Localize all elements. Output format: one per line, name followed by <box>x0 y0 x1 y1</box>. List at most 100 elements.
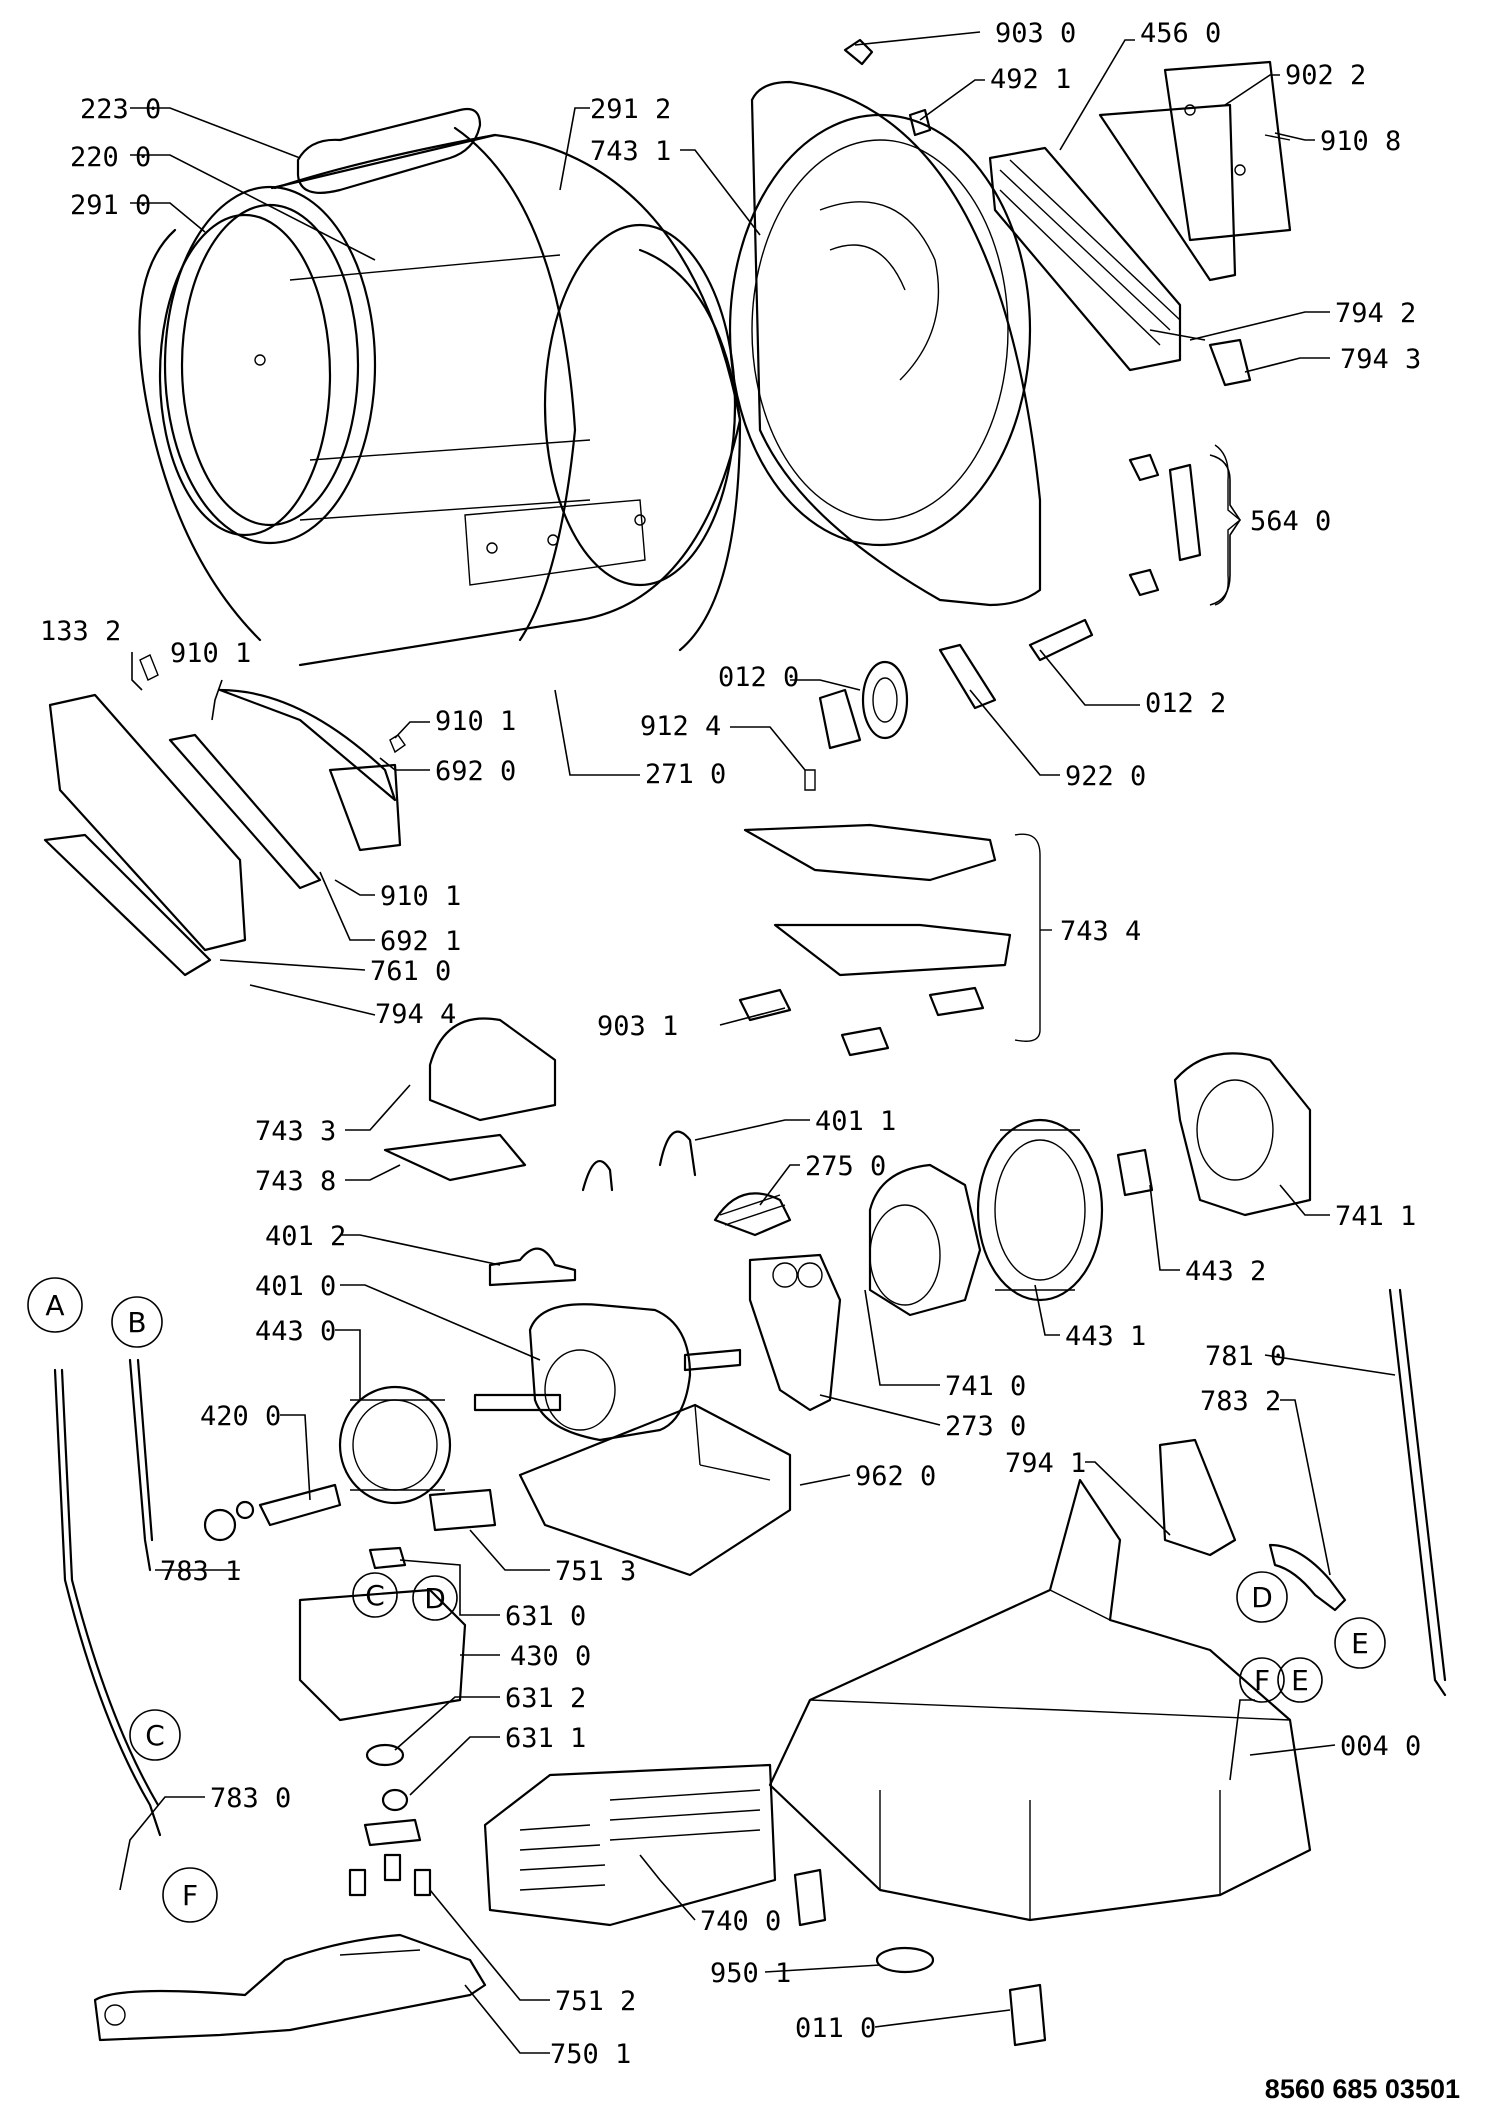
label-443-1: 443 1 <box>1065 1321 1146 1352</box>
letter-circle-c2 <box>352 1572 398 1618</box>
label-004-0: 004 0 <box>1340 1731 1421 1762</box>
letter-d2: D <box>1251 1581 1273 1614</box>
motor-support <box>383 1017 557 1182</box>
label-783-2: 783 2 <box>1200 1386 1281 1417</box>
label-692-0: 692 0 <box>435 756 516 787</box>
label-910-1a: 910 1 <box>170 638 251 669</box>
label-903-0: 903 0 <box>995 18 1076 49</box>
fan-housing-741-0 <box>868 1163 982 1317</box>
label-761-0: 761 0 <box>370 956 451 987</box>
feet <box>793 1868 1047 2047</box>
label-750-1: 750 1 <box>550 2039 631 2070</box>
label-564-0: 564 0 <box>1250 506 1331 537</box>
drawing-reference-number: 8560 685 03501 <box>1265 2074 1460 2104</box>
label-443-2: 443 2 <box>1185 1256 1266 1287</box>
part-564-0 <box>1128 444 1242 606</box>
label-133-2: 133 2 <box>40 616 121 647</box>
shaft-420-0 <box>203 1483 342 1542</box>
label-962-0: 962 0 <box>855 1461 936 1492</box>
letter-circle-c1 <box>129 1709 181 1761</box>
label-273-0: 273 0 <box>945 1411 1026 1442</box>
drum-assembly <box>138 126 742 667</box>
label-692-1: 692 1 <box>380 926 461 957</box>
label-751-2: 751 2 <box>555 1986 636 2017</box>
label-291-0: 291 0 <box>70 190 151 221</box>
label-430-0: 430 0 <box>510 1641 591 1672</box>
letter-circle-e2 <box>1277 1657 1323 1703</box>
small-fittings-top <box>843 38 1291 141</box>
label-012-2: 012 2 <box>1145 688 1226 719</box>
front-duct <box>43 654 406 977</box>
letter-circle-a <box>27 1277 83 1333</box>
label-741-1: 741 1 <box>1335 1201 1416 1232</box>
letter-c1: C <box>145 1719 165 1752</box>
tubes <box>53 1288 1447 1837</box>
label-271-0: 271 0 <box>645 759 726 790</box>
label-631-0: 631 0 <box>505 1601 586 1632</box>
label-743-1: 743 1 <box>590 136 671 167</box>
letter-circle-d1 <box>412 1575 458 1621</box>
letter-d1: D <box>424 1582 446 1615</box>
part-labels: 223 0 220 0 291 0 291 2 743 1 903 0 492 … <box>40 18 1421 2070</box>
label-794-2: 794 2 <box>1335 298 1416 329</box>
label-912-4: 912 4 <box>640 711 721 742</box>
label-910-1c: 910 1 <box>380 881 461 912</box>
label-631-1: 631 1 <box>505 1723 586 1754</box>
letter-f1: F <box>1254 1664 1270 1697</box>
letter-e2: E <box>1291 1664 1309 1697</box>
heater-element <box>988 60 1292 387</box>
motor-bracket-273-0 <box>748 1253 842 1412</box>
label-492-1: 492 1 <box>990 64 1071 95</box>
letter-circle-e1 <box>1334 1617 1386 1669</box>
label-794-4: 794 4 <box>375 999 456 1030</box>
letter-b: B <box>127 1306 146 1339</box>
label-751-3: 751 3 <box>555 1556 636 1587</box>
part-223-0 <box>296 107 482 194</box>
label-223-0: 223 0 <box>80 94 161 125</box>
motor-401-0 <box>473 1303 742 1442</box>
label-401-1: 401 1 <box>815 1106 896 1137</box>
rear-bulkhead <box>728 80 1042 607</box>
fan-housing-741-1 <box>1116 1052 1312 1217</box>
label-783-0: 783 0 <box>210 1783 291 1814</box>
hose-783-2 <box>1268 1543 1347 1612</box>
clamp-401-2 <box>488 1247 577 1287</box>
label-910-8: 910 8 <box>1320 126 1401 157</box>
label-781-0: 781 0 <box>1205 1341 1286 1372</box>
label-275-0: 275 0 <box>805 1151 886 1182</box>
blower-wheel-443-0 <box>338 1385 452 1505</box>
label-922-0: 922 0 <box>1065 761 1146 792</box>
label-783-1: 783 1 <box>160 1556 241 1587</box>
letter-circle-d2 <box>1236 1571 1288 1623</box>
label-794-1: 794 1 <box>1005 1448 1086 1479</box>
label-291-2: 291 2 <box>590 94 671 125</box>
label-740-0: 740 0 <box>700 1906 781 1937</box>
label-741-0: 741 0 <box>945 1371 1026 1402</box>
label-794-3: 794 3 <box>1340 344 1421 375</box>
valve-group <box>298 1488 497 1847</box>
letter-c2: C <box>365 1579 385 1612</box>
label-743-8: 743 8 <box>255 1166 336 1197</box>
base-frame-004-0 <box>768 1478 1312 1922</box>
letter-e1: E <box>1351 1627 1369 1660</box>
seal-794-1 <box>1158 1438 1237 1557</box>
letter-circle-f2 <box>162 1867 218 1923</box>
duct-plates-743-4 <box>738 823 1052 1057</box>
label-902-2: 902 2 <box>1285 60 1366 91</box>
letter-f2: F <box>182 1879 198 1912</box>
bracket-750-1 <box>93 1853 487 2042</box>
label-011-0: 011 0 <box>795 2013 876 2044</box>
label-903-1: 903 1 <box>597 1011 678 1042</box>
label-950-1: 950 1 <box>710 1958 791 1989</box>
label-631-2: 631 2 <box>505 1683 586 1714</box>
duct-cover-962-0 <box>518 1403 792 1577</box>
roller-parts <box>804 618 1094 791</box>
letter-a: A <box>45 1289 64 1322</box>
label-012-0: 012 0 <box>718 662 799 693</box>
label-401-0: 401 0 <box>255 1271 336 1302</box>
label-456-0: 456 0 <box>1140 18 1221 49</box>
label-910-1b: 910 1 <box>435 706 516 737</box>
fan-wheel-443-1 <box>976 1118 1104 1302</box>
letter-circle-b <box>111 1296 163 1348</box>
